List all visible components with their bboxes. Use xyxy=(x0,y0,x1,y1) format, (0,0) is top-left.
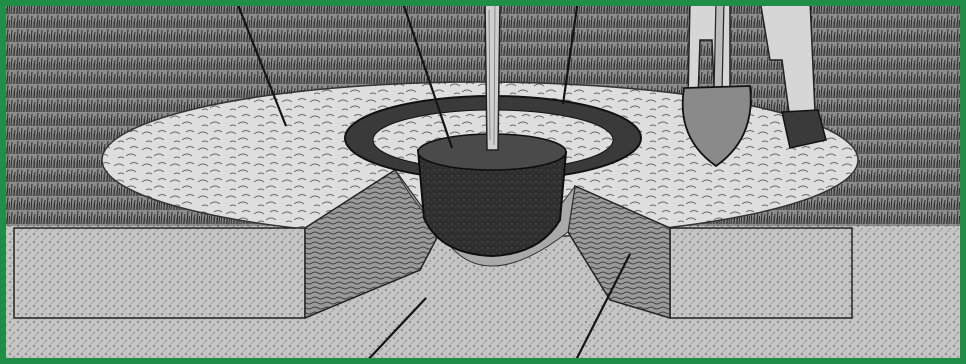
shovel-handle xyxy=(714,0,724,92)
tree-trunk xyxy=(485,0,500,150)
left-soil-block xyxy=(14,228,305,318)
right-soil-block xyxy=(670,228,852,318)
